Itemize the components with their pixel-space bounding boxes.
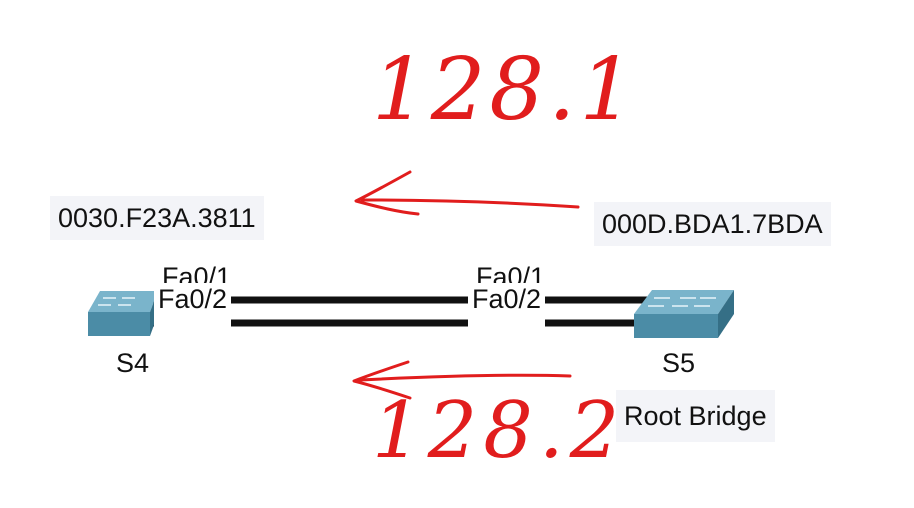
- s5-port-fa02-label: Fa0/2: [468, 283, 546, 327]
- port-priority-annotation-top: 128.1: [372, 40, 639, 140]
- port-priority-annotation-bottom: 128.2: [372, 386, 626, 476]
- s4-mac-address: 0030.F23A.3811: [50, 196, 264, 240]
- arrow-left-icon: [352, 360, 572, 400]
- s4-port-fa02-label: Fa0/2: [154, 283, 232, 327]
- switch-icon: [88, 291, 158, 336]
- s5-port-fa01-label: Fa0/1: [476, 262, 546, 292]
- s4-port-fa01-label: Fa0/1: [162, 262, 232, 292]
- s5-mac-address: 000D.BDA1.7BDA: [594, 202, 831, 246]
- root-bridge-label: Root Bridge: [616, 390, 775, 442]
- s4-device-name: S4: [116, 348, 150, 378]
- switch-icon: [634, 290, 734, 338]
- arrow-left-icon: [354, 170, 580, 216]
- s5-device-name: S5: [662, 348, 696, 378]
